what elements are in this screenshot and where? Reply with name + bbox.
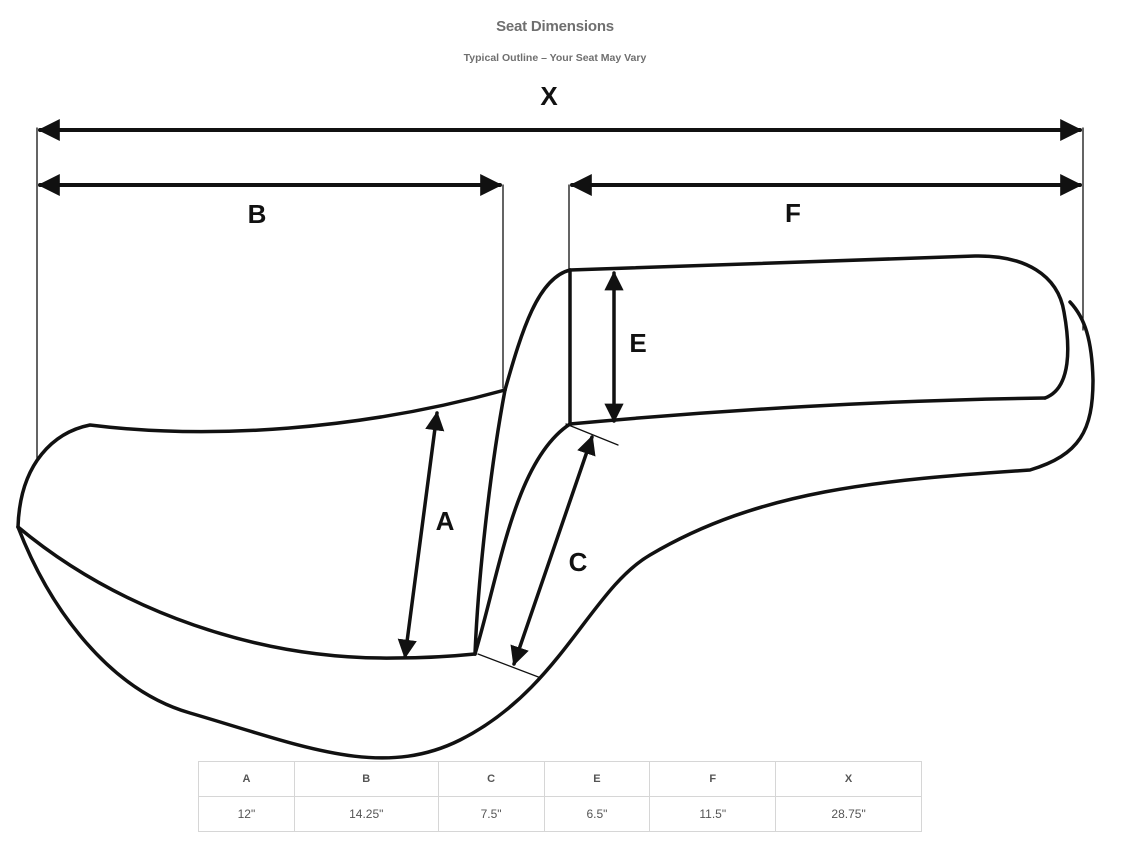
- label-e: E: [629, 328, 646, 358]
- value-f: 11.5": [649, 796, 777, 832]
- column-header-a: A: [198, 761, 295, 797]
- dimension-arrow-c: [510, 435, 596, 666]
- tick-line-c-top: [565, 423, 619, 446]
- table-header-row: A B C E F X: [198, 761, 922, 797]
- value-e: 6.5": [543, 796, 651, 832]
- label-x: X: [540, 81, 558, 111]
- column-header-b: B: [293, 761, 439, 797]
- value-b: 14.25": [293, 796, 439, 832]
- seat-outline-diagram: X B F E A C: [16, 81, 1095, 760]
- column-header-e: E: [543, 761, 651, 797]
- column-header-c: C: [437, 761, 545, 797]
- page-title: Seat Dimensions: [496, 18, 614, 35]
- seat-outline: [16, 254, 1095, 760]
- tick-line-c-bottom: [477, 653, 542, 679]
- label-a: A: [436, 506, 455, 536]
- dimensions-table: A B C E F X 12" 14.25" 7.5" 6.5" 11.5" 2…: [198, 761, 922, 832]
- column-header-f: F: [649, 761, 777, 797]
- label-f: F: [785, 198, 801, 228]
- label-b: B: [248, 199, 267, 229]
- dimension-arrow-a: [397, 411, 445, 659]
- value-a: 12": [198, 796, 295, 832]
- page-subtitle: Typical Outline – Your Seat May Vary: [463, 52, 647, 64]
- column-header-x: X: [775, 761, 922, 797]
- table-row: 12" 14.25" 7.5" 6.5" 11.5" 28.75": [198, 796, 922, 832]
- value-x: 28.75": [775, 796, 922, 832]
- value-c: 7.5": [437, 796, 545, 832]
- label-c: C: [569, 547, 588, 577]
